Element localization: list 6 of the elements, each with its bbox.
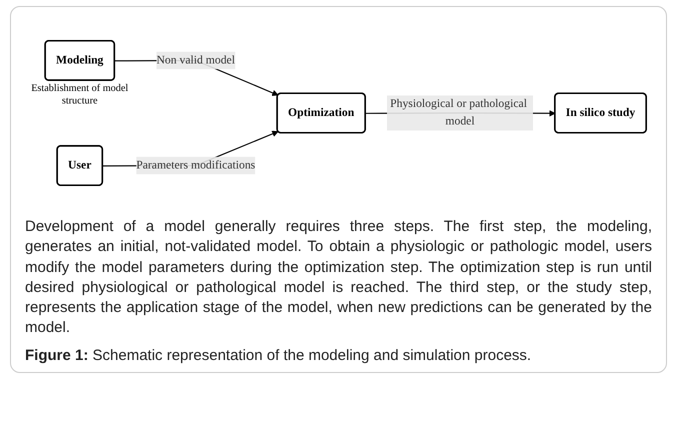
node-caption: Establishment of model structure [30, 83, 130, 108]
edge-label: Parameters modifications [136, 158, 256, 172]
figure-caption: Figure 1: Schematic representation of the modeling and simulation process. [25, 346, 532, 364]
edge-label: Non valid model [156, 54, 235, 66]
description-paragraph: Development of a model generally requires three steps. The first step, the modeling, generates an initial, not-validated model. To obtain a physiologic or pathologic model, users modify the model parameters during the optimization step. The optimization step is run until desired physiological or pathological model is reached. The third step, or the study step, represents the application stage of the model, when new predictions can be generated by the model. [25, 217, 652, 338]
edge-label: Physiological or pathological model [390, 98, 527, 128]
